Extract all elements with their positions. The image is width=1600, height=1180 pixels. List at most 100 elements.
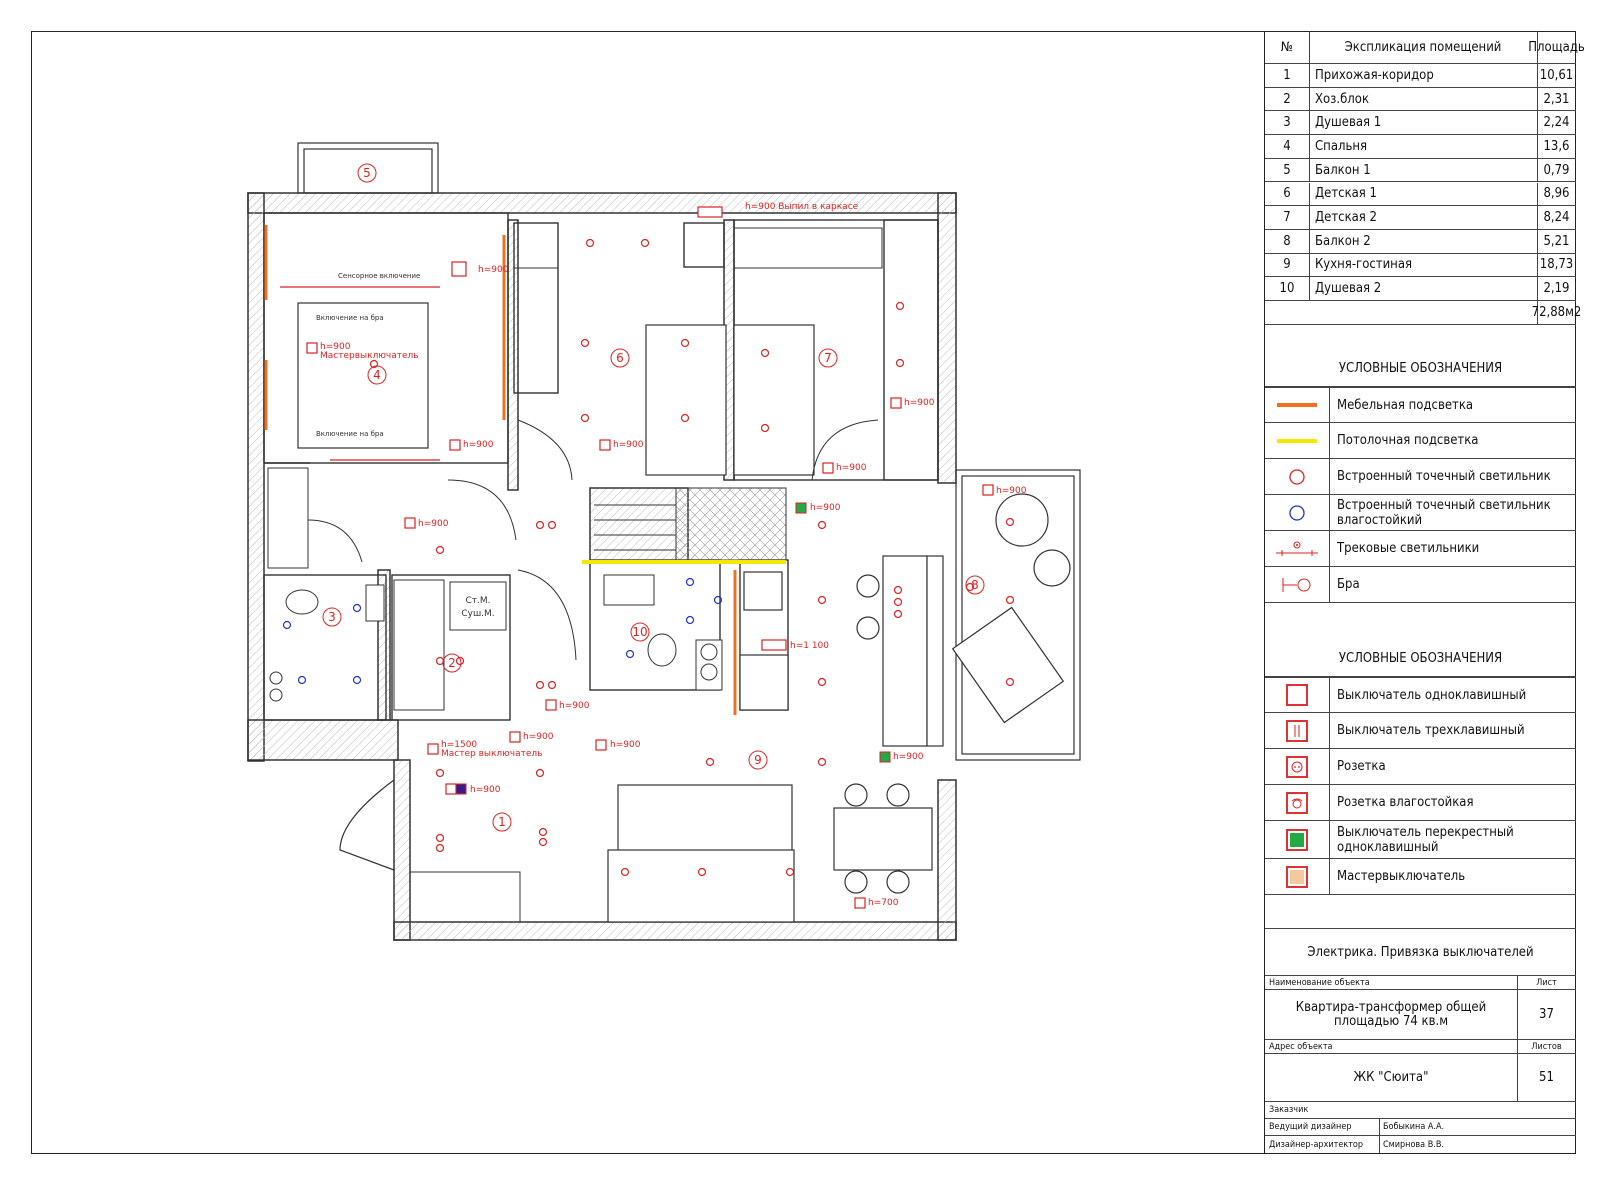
h900-label: h=900: [320, 342, 351, 352]
legend-label: Потолочная подсветка: [1337, 433, 1479, 448]
legend-row: Встроенный точечный светильник влагостой…: [1265, 495, 1576, 531]
arch-row: Дизайнер-архитектор Смирнова В.В.: [1265, 1136, 1576, 1153]
room-area: 2,31: [1543, 91, 1570, 107]
room-area: 10,61: [1539, 67, 1574, 83]
legend-label: Встроенный точечный светильник: [1337, 469, 1551, 484]
address-row: ЖК "Сюита" 51: [1265, 1054, 1576, 1102]
legend-row: Выключатель трехклавишный: [1265, 713, 1576, 749]
annotations: h=900 Выпил в каркасе h=900 Мастервыключ…: [320, 202, 1027, 908]
h900-label: h=900: [996, 486, 1027, 496]
bra-label: Включение на бра: [316, 314, 384, 322]
balcony-2: [955, 469, 1081, 761]
room-area: 5,21: [1543, 233, 1570, 249]
room-4-number: 4: [373, 368, 381, 382]
room-name: Детская 2: [1315, 210, 1377, 226]
room-area: 2,19: [1543, 281, 1570, 297]
explication-total: 72,88м2: [1265, 301, 1582, 325]
total-area: 72,88м2: [1531, 304, 1582, 320]
room-no: 5: [1283, 162, 1291, 178]
entry-door: [339, 779, 395, 871]
arch-label: Дизайнер-архитектор: [1269, 1139, 1364, 1150]
object-name-row: Квартира-трансформер общей площадью 74 к…: [1265, 990, 1576, 1040]
room-name: Душевая 2: [1315, 281, 1382, 297]
room-7-number: 7: [824, 351, 832, 365]
door-arc: [517, 569, 577, 661]
cross-switch: [879, 751, 891, 763]
legend-label: Мастервыключатель: [1337, 869, 1466, 884]
legend-2-title-row: УСЛОВНЫЕ ОБОЗНАЧЕНИЯ: [1265, 641, 1576, 677]
switch-triple-icon: [1265, 713, 1330, 748]
legend-label: Розетка: [1337, 759, 1386, 774]
stair: [594, 504, 676, 551]
object-label: Наименование объекта: [1269, 977, 1370, 988]
legend-row: Выключатель перекрестный одноклавишный: [1265, 821, 1576, 859]
legend-label: Мебельная подсветка: [1337, 397, 1474, 413]
door-arc: [307, 519, 363, 563]
legend-label: Бра: [1337, 577, 1360, 592]
plan-notes: Сенсорное включение Включение на бра Вкл…: [316, 272, 420, 438]
object-name: Квартира-трансформер общей площадью 74 к…: [1295, 999, 1487, 1029]
address: ЖК "Сюита": [1353, 1070, 1429, 1085]
balcony-1: [297, 142, 439, 194]
room-name: Балкон 1: [1315, 162, 1371, 178]
door-arc: [811, 419, 879, 481]
socket-icon: [1265, 749, 1330, 784]
legend-1-title-row: УСЛОВНЫЕ ОБОЗНАЧЕНИЯ: [1265, 351, 1576, 387]
sconce-icon: [1265, 567, 1330, 602]
h900-frame-label: h=900 Выпил в каркасе: [745, 202, 859, 212]
room-name: Хоз.блок: [1315, 91, 1370, 107]
legend-label: Розетка влагостойкая: [1337, 795, 1474, 810]
room-name: Спальня: [1315, 138, 1368, 154]
legend-2-title: УСЛОВНЫЕ ОБОЗНАЧЕНИЯ: [1338, 651, 1503, 666]
room-numbers: [322, 163, 985, 832]
arch-name: Смирнова В.В.: [1383, 1139, 1444, 1150]
living-furniture: [607, 574, 933, 923]
h700-label: h=700: [868, 898, 899, 908]
room-8-number: 8: [971, 578, 979, 592]
legend-row: Встроенный точечный светильник: [1265, 459, 1576, 495]
room-no: 7: [1283, 210, 1291, 226]
room-area: 8,96: [1543, 186, 1570, 202]
h900-label: h=900: [613, 440, 644, 450]
room-name: Детская 1: [1315, 186, 1377, 202]
furniture-lighting: [264, 225, 737, 715]
room-9-number: 9: [754, 753, 762, 767]
legend-label: Выключатель одноклавишный: [1337, 687, 1527, 703]
room-5-number: 5: [363, 166, 371, 180]
sheet-title-row: Электрика. Привязка выключателей: [1265, 928, 1576, 976]
room-area: 13,6: [1543, 138, 1570, 154]
fixtures: [269, 574, 723, 702]
legend-row: Розетка влагостойкая: [1265, 785, 1576, 821]
room-2-number: 2: [448, 656, 456, 670]
room-area: 18,73: [1539, 257, 1574, 273]
room-no: 8: [1283, 233, 1291, 249]
wardrobes: [267, 227, 883, 923]
col-name-header: Экспликация помещений: [1344, 39, 1502, 55]
sheet-label: Лист: [1536, 977, 1557, 988]
switch-single-icon: [1265, 678, 1330, 712]
master-switch-2-label: Мастер выключатель: [441, 749, 542, 759]
washer-label: Ст.М.: [465, 596, 490, 606]
door-arc: [447, 479, 517, 541]
master-switch-label: Мастервыключатель: [320, 351, 419, 361]
track-light-icon: [1265, 531, 1330, 566]
bra-label: Включение на бра: [316, 430, 384, 438]
col-no-header: №: [1280, 39, 1294, 55]
room-3-number: 3: [328, 610, 336, 624]
legend-row: Бра: [1265, 567, 1576, 603]
room-number-labels: 5 4 6 7 3 2 1 9 10 8: [328, 166, 979, 829]
h900-label: h=900: [478, 265, 509, 275]
room-1-number: 1: [498, 815, 506, 829]
lead-label: Ведущий дизайнер: [1269, 1122, 1352, 1132]
legend-row: Мебельная подсветка: [1265, 387, 1576, 423]
sheet-title: Электрика. Привязка выключателей: [1307, 944, 1534, 960]
client-row: Заказчик: [1265, 1102, 1576, 1119]
h900-label: h=900: [463, 440, 494, 450]
